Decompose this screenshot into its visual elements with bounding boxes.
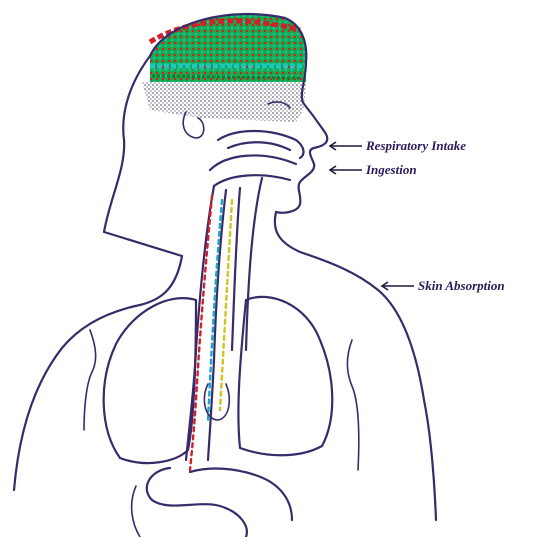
respiratory-intake-arrow: [330, 142, 362, 150]
ingestion-arrow: [330, 166, 362, 174]
stomach-outline: [132, 468, 292, 537]
hair-region: [142, 14, 306, 122]
respiratory-intake-label: Respiratory Intake: [366, 139, 466, 152]
skin-absorption-arrow: [382, 282, 414, 290]
lungs-outline: [104, 297, 333, 463]
torso-outline: [14, 212, 436, 520]
skin-absorption-label: Skin Absorption: [418, 279, 505, 292]
trachea-esophagus: [186, 178, 262, 470]
ingestion-label: Ingestion: [366, 163, 417, 176]
airway-outline: [210, 131, 303, 186]
